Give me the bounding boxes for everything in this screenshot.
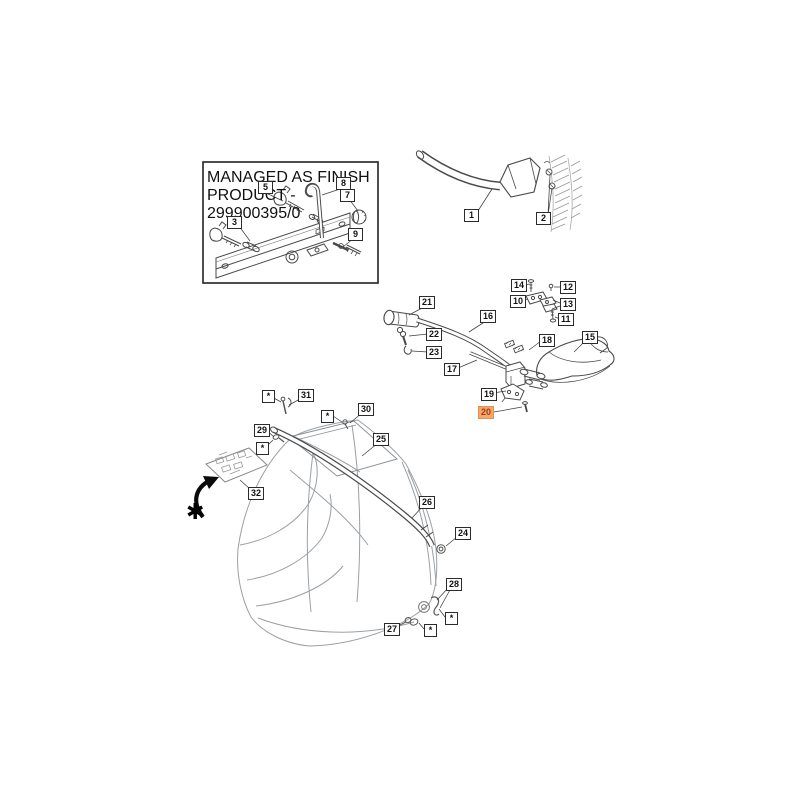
bag-cover-25 xyxy=(287,420,399,477)
decal-32 xyxy=(205,447,268,483)
big-asterisk: ✱ xyxy=(186,500,205,525)
callout-21: 21 xyxy=(419,296,436,309)
callout-31: 31 xyxy=(298,389,315,402)
callout-asterisk: * xyxy=(256,442,269,455)
deflector-15 xyxy=(536,336,615,383)
callout-3: 3 xyxy=(227,216,242,229)
callout-7: 7 xyxy=(340,189,355,202)
callout-29: 29 xyxy=(254,424,271,437)
callout-30: 30 xyxy=(358,403,375,416)
callout-25: 25 xyxy=(373,433,390,446)
callout-27: 27 xyxy=(384,623,401,636)
callout-12: 12 xyxy=(560,281,577,294)
grass-bag xyxy=(237,419,438,647)
pivot-block xyxy=(505,361,548,390)
callout-15: 15 xyxy=(582,331,599,344)
callout-5: 5 xyxy=(258,181,273,194)
callout-10: 10 xyxy=(510,295,527,308)
pin-20-part xyxy=(522,401,528,413)
callout-asterisk: * xyxy=(424,624,437,637)
callout-28: 28 xyxy=(446,578,463,591)
callout-11: 11 xyxy=(558,313,574,326)
rod-17 xyxy=(469,351,510,371)
reference-arrow xyxy=(194,476,219,519)
callout-17: 17 xyxy=(444,363,461,376)
leader-lines xyxy=(238,174,586,630)
body-hatching xyxy=(548,154,583,233)
callout-26: 26 xyxy=(419,496,436,509)
callout-16: 16 xyxy=(480,310,497,323)
clip-23 xyxy=(403,345,412,355)
callout-24: 24 xyxy=(455,527,472,540)
callout-22: 22 xyxy=(426,328,443,341)
callout-1: 1 xyxy=(464,209,479,222)
pin-22 xyxy=(396,326,407,346)
callout-asterisk: * xyxy=(445,612,458,625)
callout-32: 32 xyxy=(248,487,265,500)
small-parts-bag xyxy=(272,396,446,626)
callout-2: 2 xyxy=(536,212,551,225)
callout-13: 13 xyxy=(560,298,577,311)
bracket-19 xyxy=(500,383,525,403)
callout-asterisk: * xyxy=(262,390,275,403)
callout-18: 18 xyxy=(539,334,556,347)
callout-20: 20 xyxy=(478,406,495,419)
callout-14: 14 xyxy=(511,279,528,292)
clips-18 xyxy=(503,339,525,354)
callout-asterisk: * xyxy=(321,410,334,423)
bracket-cluster-10-14 xyxy=(525,279,558,323)
inset-box xyxy=(202,161,379,284)
bag-tube-26 xyxy=(270,426,435,548)
callout-9: 9 xyxy=(348,228,363,241)
callout-23: 23 xyxy=(426,346,443,359)
handle-assembly xyxy=(415,150,541,198)
handle-screws xyxy=(543,161,556,190)
callout-19: 19 xyxy=(481,388,498,401)
